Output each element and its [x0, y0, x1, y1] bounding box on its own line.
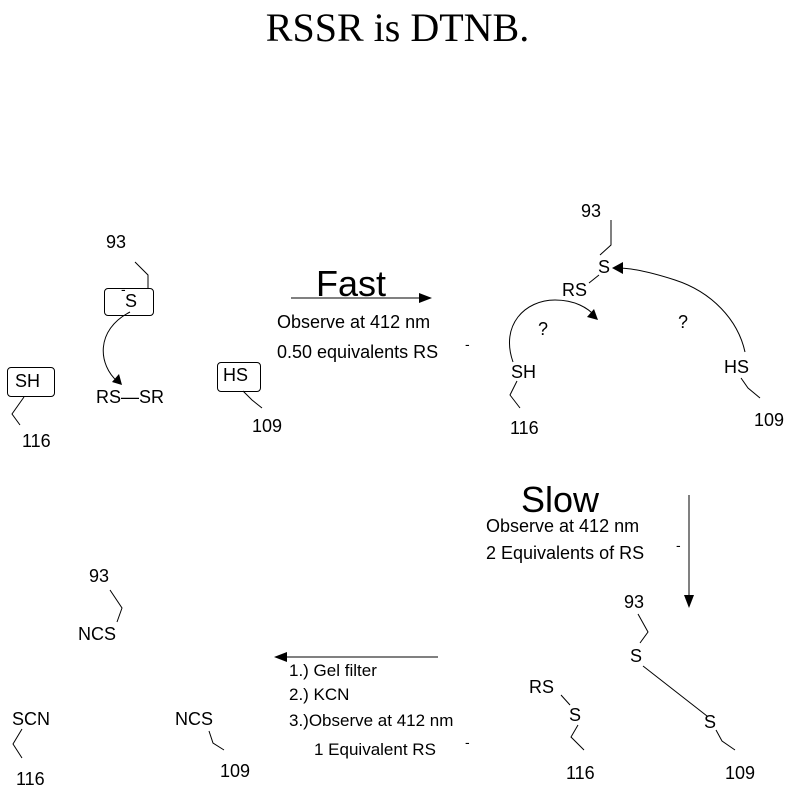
slow-step-charge: - [676, 537, 681, 553]
residue-116-label-c: 116 [566, 763, 595, 783]
fast-step-condition-2: 0.50 equivalents RS [277, 342, 439, 362]
bond-line-116 [11, 396, 25, 426]
bond-line-109-b [740, 377, 761, 399]
reverse-step-charge: - [465, 734, 470, 750]
residue-116-label-d: 116 [16, 769, 45, 789]
s116-label-c: S [569, 705, 582, 725]
dtnb-rssr-label: RS—SR [96, 387, 165, 407]
rs-label-c: RS [529, 677, 555, 697]
attack-arrowhead-109 [612, 262, 623, 274]
s93-label-b: S [598, 257, 611, 277]
disulfide-93-109 [642, 665, 708, 717]
attack-curved-arrow [102, 311, 131, 383]
bond-line-116-c [570, 724, 585, 751]
residue-93-label-b: 93 [581, 201, 602, 221]
thiol-116-sh-label: SH [15, 371, 41, 391]
attack-arrowhead [112, 374, 122, 385]
s93-label-c: S [630, 646, 643, 666]
slow-step-condition-1: Observe at 412 nm [486, 516, 640, 536]
bond-line-93-c [637, 613, 649, 644]
bond-line-116-b [509, 380, 521, 409]
fast-step-condition-1: Observe at 412 nm [277, 312, 431, 332]
bond-line-93 [134, 261, 149, 288]
scn-116-label: SCN [12, 709, 51, 729]
bond-line-109-c [715, 729, 736, 751]
residue-93-label-d: 93 [89, 566, 110, 586]
residue-93-label: 93 [106, 232, 127, 252]
bond-line-93-b [599, 220, 612, 256]
page-title: RSSR is DTNB. [265, 5, 530, 50]
ncs-109-label: NCS [175, 709, 214, 729]
residue-116-label: 116 [22, 431, 51, 451]
residue-109-label-c: 109 [725, 763, 756, 783]
bond-line-93-d [109, 589, 123, 623]
bond-line-109 [242, 390, 263, 409]
bond-rs-s116 [560, 694, 571, 706]
residue-93-label-c: 93 [624, 592, 645, 612]
reverse-arrowhead [274, 652, 287, 662]
thiol-109-hs-label: HS [223, 365, 249, 385]
thiol-116-sh-label-b: SH [511, 362, 537, 382]
thiol-116-box [7, 367, 55, 397]
slow-arrowhead [684, 595, 694, 608]
thiolate-charge: - [121, 281, 126, 297]
residue-116-label-b: 116 [510, 418, 539, 438]
bond-rs-s [588, 274, 600, 284]
attack-arrowhead-116 [587, 309, 598, 320]
residue-109-label-d: 109 [220, 761, 251, 781]
bond-line-109-d [208, 730, 225, 751]
thiol-109-hs-label-b: HS [724, 357, 750, 377]
attack-curve-109 [617, 267, 746, 353]
thiolate-s-label: S [125, 291, 138, 311]
reverse-step-condition-4: 1 Equivalent RS [314, 740, 436, 759]
question-mark-116: ? [538, 319, 549, 339]
attack-curve-116 [508, 299, 596, 363]
fast-step-label: Fast [316, 263, 387, 304]
ncs-93-label: NCS [78, 624, 117, 644]
bond-line-116-d [12, 728, 23, 759]
question-mark-109: ? [678, 312, 689, 332]
thiol-109-box [217, 362, 261, 392]
rs-label-b: RS [562, 280, 588, 300]
fast-step-charge: - [465, 336, 470, 352]
reverse-step-condition-2: 2.) KCN [289, 685, 350, 704]
reverse-step-condition-1: 1.) Gel filter [289, 661, 377, 680]
thiolate-93-box [104, 288, 154, 316]
fast-arrowhead [419, 293, 432, 303]
slow-step-label: Slow [521, 479, 600, 520]
slow-step-condition-2: 2 Equivalents of RS [486, 543, 645, 563]
residue-109-label: 109 [252, 416, 283, 436]
s109-label-c: S [704, 712, 717, 732]
residue-109-label-b: 109 [754, 410, 785, 430]
reverse-step-condition-3: 3.)Observe at 412 nm [289, 711, 454, 730]
